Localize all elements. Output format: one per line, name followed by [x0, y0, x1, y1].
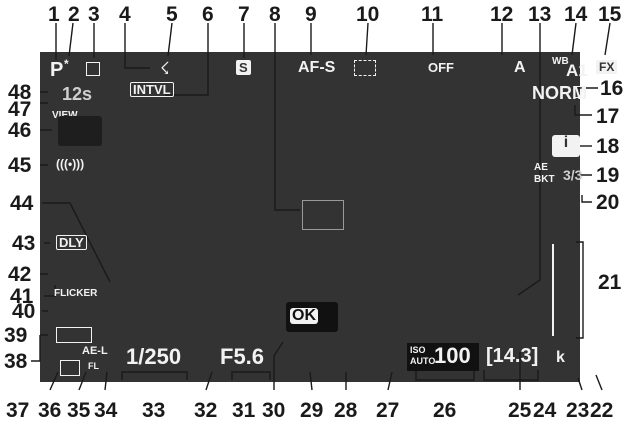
- callout-17: 17: [596, 105, 620, 128]
- flash-ready-icon: ☇: [160, 59, 170, 78]
- iso-label: ISO: [410, 345, 426, 355]
- callout-7: 7: [238, 3, 250, 26]
- exposure-indicator: [552, 244, 562, 336]
- callout-11: 11: [421, 3, 444, 26]
- callout-30: 30: [262, 399, 286, 422]
- iso-box: [407, 343, 479, 371]
- callout-2: 2: [68, 3, 80, 26]
- callout-33: 33: [142, 399, 166, 422]
- callout-13: 13: [528, 3, 552, 26]
- ae-lock: AE-L: [82, 345, 108, 357]
- callout-15: 15: [598, 3, 622, 26]
- memory-card-icon: [86, 62, 100, 76]
- release-mode: S: [236, 60, 251, 75]
- callout-10: 10: [356, 3, 380, 26]
- focus-point: [302, 200, 344, 230]
- callout-8: 8: [269, 3, 281, 26]
- callout-3: 3: [88, 3, 100, 26]
- iso-auto: AUTO: [410, 356, 436, 366]
- delay-indicator: DLY: [56, 235, 87, 250]
- callout-43: 43: [12, 232, 36, 255]
- callout-28: 28: [334, 399, 358, 422]
- vibration-reduction-icon: (((•))): [56, 157, 85, 171]
- af-area-icon: [354, 60, 376, 76]
- callout-26: 26: [433, 399, 457, 422]
- callout-6: 6: [202, 3, 214, 26]
- i-button[interactable]: i: [552, 135, 580, 157]
- callout-35: 35: [67, 399, 91, 422]
- callout-21: 21: [598, 271, 622, 294]
- callout-42: 42: [8, 263, 32, 286]
- bracketing-top: AE: [534, 162, 548, 173]
- bracketing-count: 3/3: [563, 167, 583, 183]
- callout-24: 24: [533, 399, 557, 422]
- callout-29: 29: [300, 399, 324, 422]
- callout-39: 39: [4, 324, 28, 347]
- image-quality: NORM: [532, 83, 587, 103]
- fv-lock: FL: [88, 361, 99, 371]
- touch-shutter-button[interactable]: [58, 116, 102, 146]
- callout-14: 14: [564, 3, 588, 26]
- shutter-speed: 1/250: [126, 344, 182, 369]
- callout-27: 27: [376, 399, 400, 422]
- flicker-indicator: FLICKER: [54, 288, 98, 299]
- shooting-mode: P: [50, 59, 64, 81]
- callout-1: 1: [48, 3, 60, 26]
- callout-46: 46: [8, 119, 32, 142]
- callout-47: 47: [8, 98, 32, 121]
- callout-12: 12: [490, 3, 514, 26]
- ok-text: OK: [290, 307, 318, 324]
- iso-value: 100: [434, 343, 471, 368]
- white-balance-value: A1: [566, 61, 588, 80]
- callout-36: 36: [38, 399, 62, 422]
- callout-32: 32: [194, 399, 218, 422]
- callout-9: 9: [305, 3, 317, 26]
- self-timer: 12s: [62, 84, 93, 104]
- callout-48: 48: [8, 81, 32, 104]
- frames-remaining: [14.3]: [486, 345, 539, 367]
- callout-44: 44: [10, 192, 34, 215]
- view-indicator: VIEW: [52, 111, 78, 121]
- flexible-program-mark: *: [64, 57, 69, 71]
- callout-22: 22: [590, 399, 614, 422]
- af-mode: AF-S: [298, 59, 336, 76]
- callout-4: 4: [119, 3, 131, 26]
- frames-unit: k: [556, 349, 565, 366]
- callout-5: 5: [166, 3, 178, 26]
- bracketing-bottom: BKT: [534, 174, 555, 185]
- callout-37: 37: [6, 399, 30, 422]
- callout-41: 41: [10, 285, 34, 308]
- callout-31: 31: [232, 399, 256, 422]
- metering-icon: [60, 360, 80, 376]
- image-size-icon: [574, 86, 586, 98]
- active-d-lighting: OFF: [428, 60, 454, 75]
- callout-23: 23: [566, 399, 590, 422]
- interval-indicator: INTVL: [130, 82, 174, 97]
- battery-icon: [56, 327, 92, 343]
- white-balance-prefix: WB: [552, 56, 569, 67]
- picture-control: A: [514, 59, 526, 76]
- callout-34: 34: [94, 399, 118, 422]
- callout-45: 45: [8, 154, 32, 177]
- callout-19: 19: [596, 164, 620, 187]
- callout-40: 40: [12, 300, 36, 323]
- callout-18: 18: [596, 135, 620, 158]
- aperture: F5.6: [220, 344, 265, 369]
- image-area: FX: [596, 60, 618, 74]
- callout-20: 20: [596, 191, 620, 214]
- callout-25: 25: [508, 399, 532, 422]
- callout-16: 16: [600, 77, 624, 100]
- callout-38: 38: [4, 350, 28, 373]
